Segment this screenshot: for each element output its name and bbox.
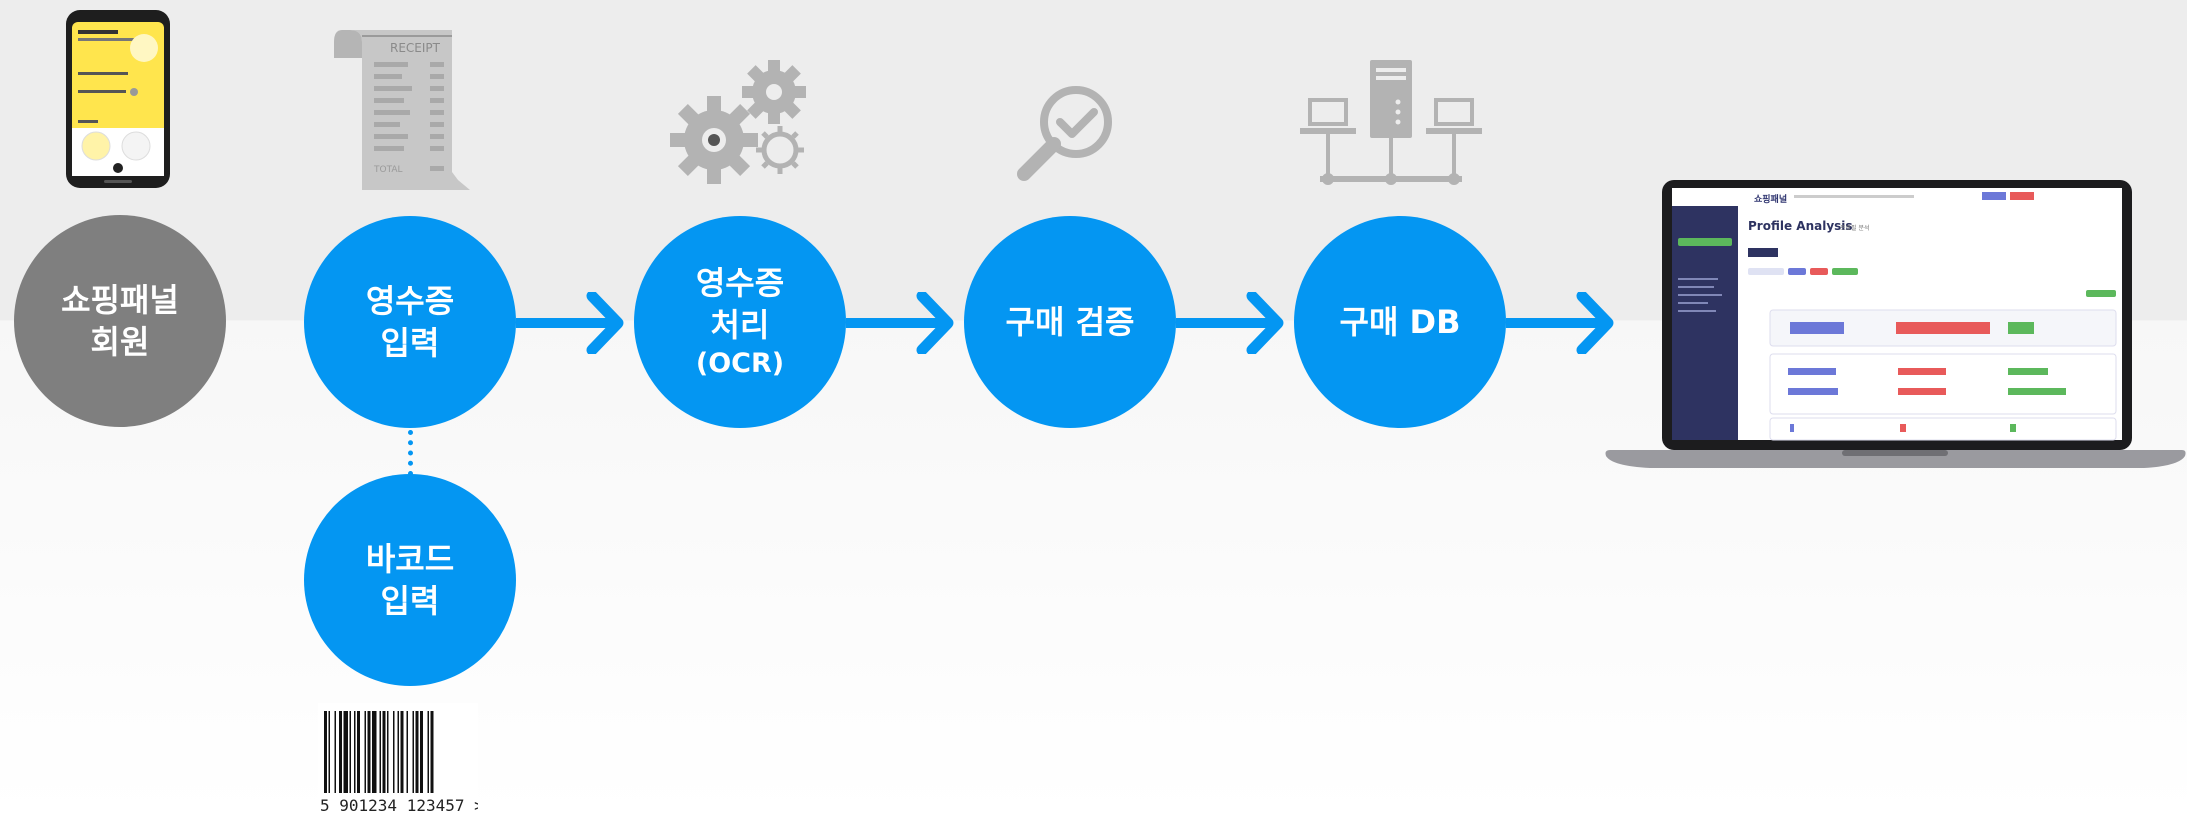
node-label: 바코드 입력	[365, 540, 455, 620]
receipt-icon: RECEIPT TOTAL	[332, 22, 482, 194]
node-purchase-db: 구매 DB	[1294, 216, 1506, 428]
node-label: 영수증 처리	[695, 264, 785, 344]
arrow-db-to-dashboard	[1506, 292, 1614, 354]
svg-text:TOTAL: TOTAL	[373, 165, 403, 175]
gears-icon	[668, 58, 816, 192]
dotted-connector	[408, 430, 413, 476]
node-sublabel: (OCR)	[695, 348, 785, 379]
network-computers-icon	[1298, 58, 1484, 190]
node-label: 구매 검증	[1005, 303, 1135, 341]
barcode-icon: 5 901234 123457 >	[318, 703, 478, 815]
arrow-verification-to-db	[1176, 292, 1284, 354]
node-receipt-input: 영수증 입력	[304, 216, 516, 428]
barcode-number: 5 901234 123457 >	[320, 796, 478, 815]
arrow-receipt-to-processing	[516, 292, 624, 354]
laptop-dashboard-icon: 쇼핑패널 Profile Analysis 프로필 분석	[1604, 178, 2187, 470]
svg-text:RECEIPT: RECEIPT	[390, 41, 441, 55]
smartphone-icon	[64, 8, 172, 190]
svg-text:쇼핑패널: 쇼핑패널	[1754, 193, 1787, 205]
svg-text:Profile Analysis: Profile Analysis	[1748, 219, 1853, 233]
magnifier-check-icon	[1014, 82, 1118, 186]
node-shopping-panel-member: 쇼핑패널 회원	[14, 215, 226, 427]
node-label: 영수증 입력	[365, 282, 455, 362]
node-receipt-processing: 영수증 처리 (OCR)	[634, 216, 846, 428]
node-label: 쇼핑패널 회원	[61, 281, 179, 361]
node-purchase-verification: 구매 검증	[964, 216, 1176, 428]
svg-text:프로필 분석: 프로필 분석	[1840, 224, 1870, 232]
arrow-processing-to-verification	[846, 292, 954, 354]
node-barcode-input: 바코드 입력	[304, 474, 516, 686]
node-label: 구매 DB	[1339, 303, 1461, 341]
